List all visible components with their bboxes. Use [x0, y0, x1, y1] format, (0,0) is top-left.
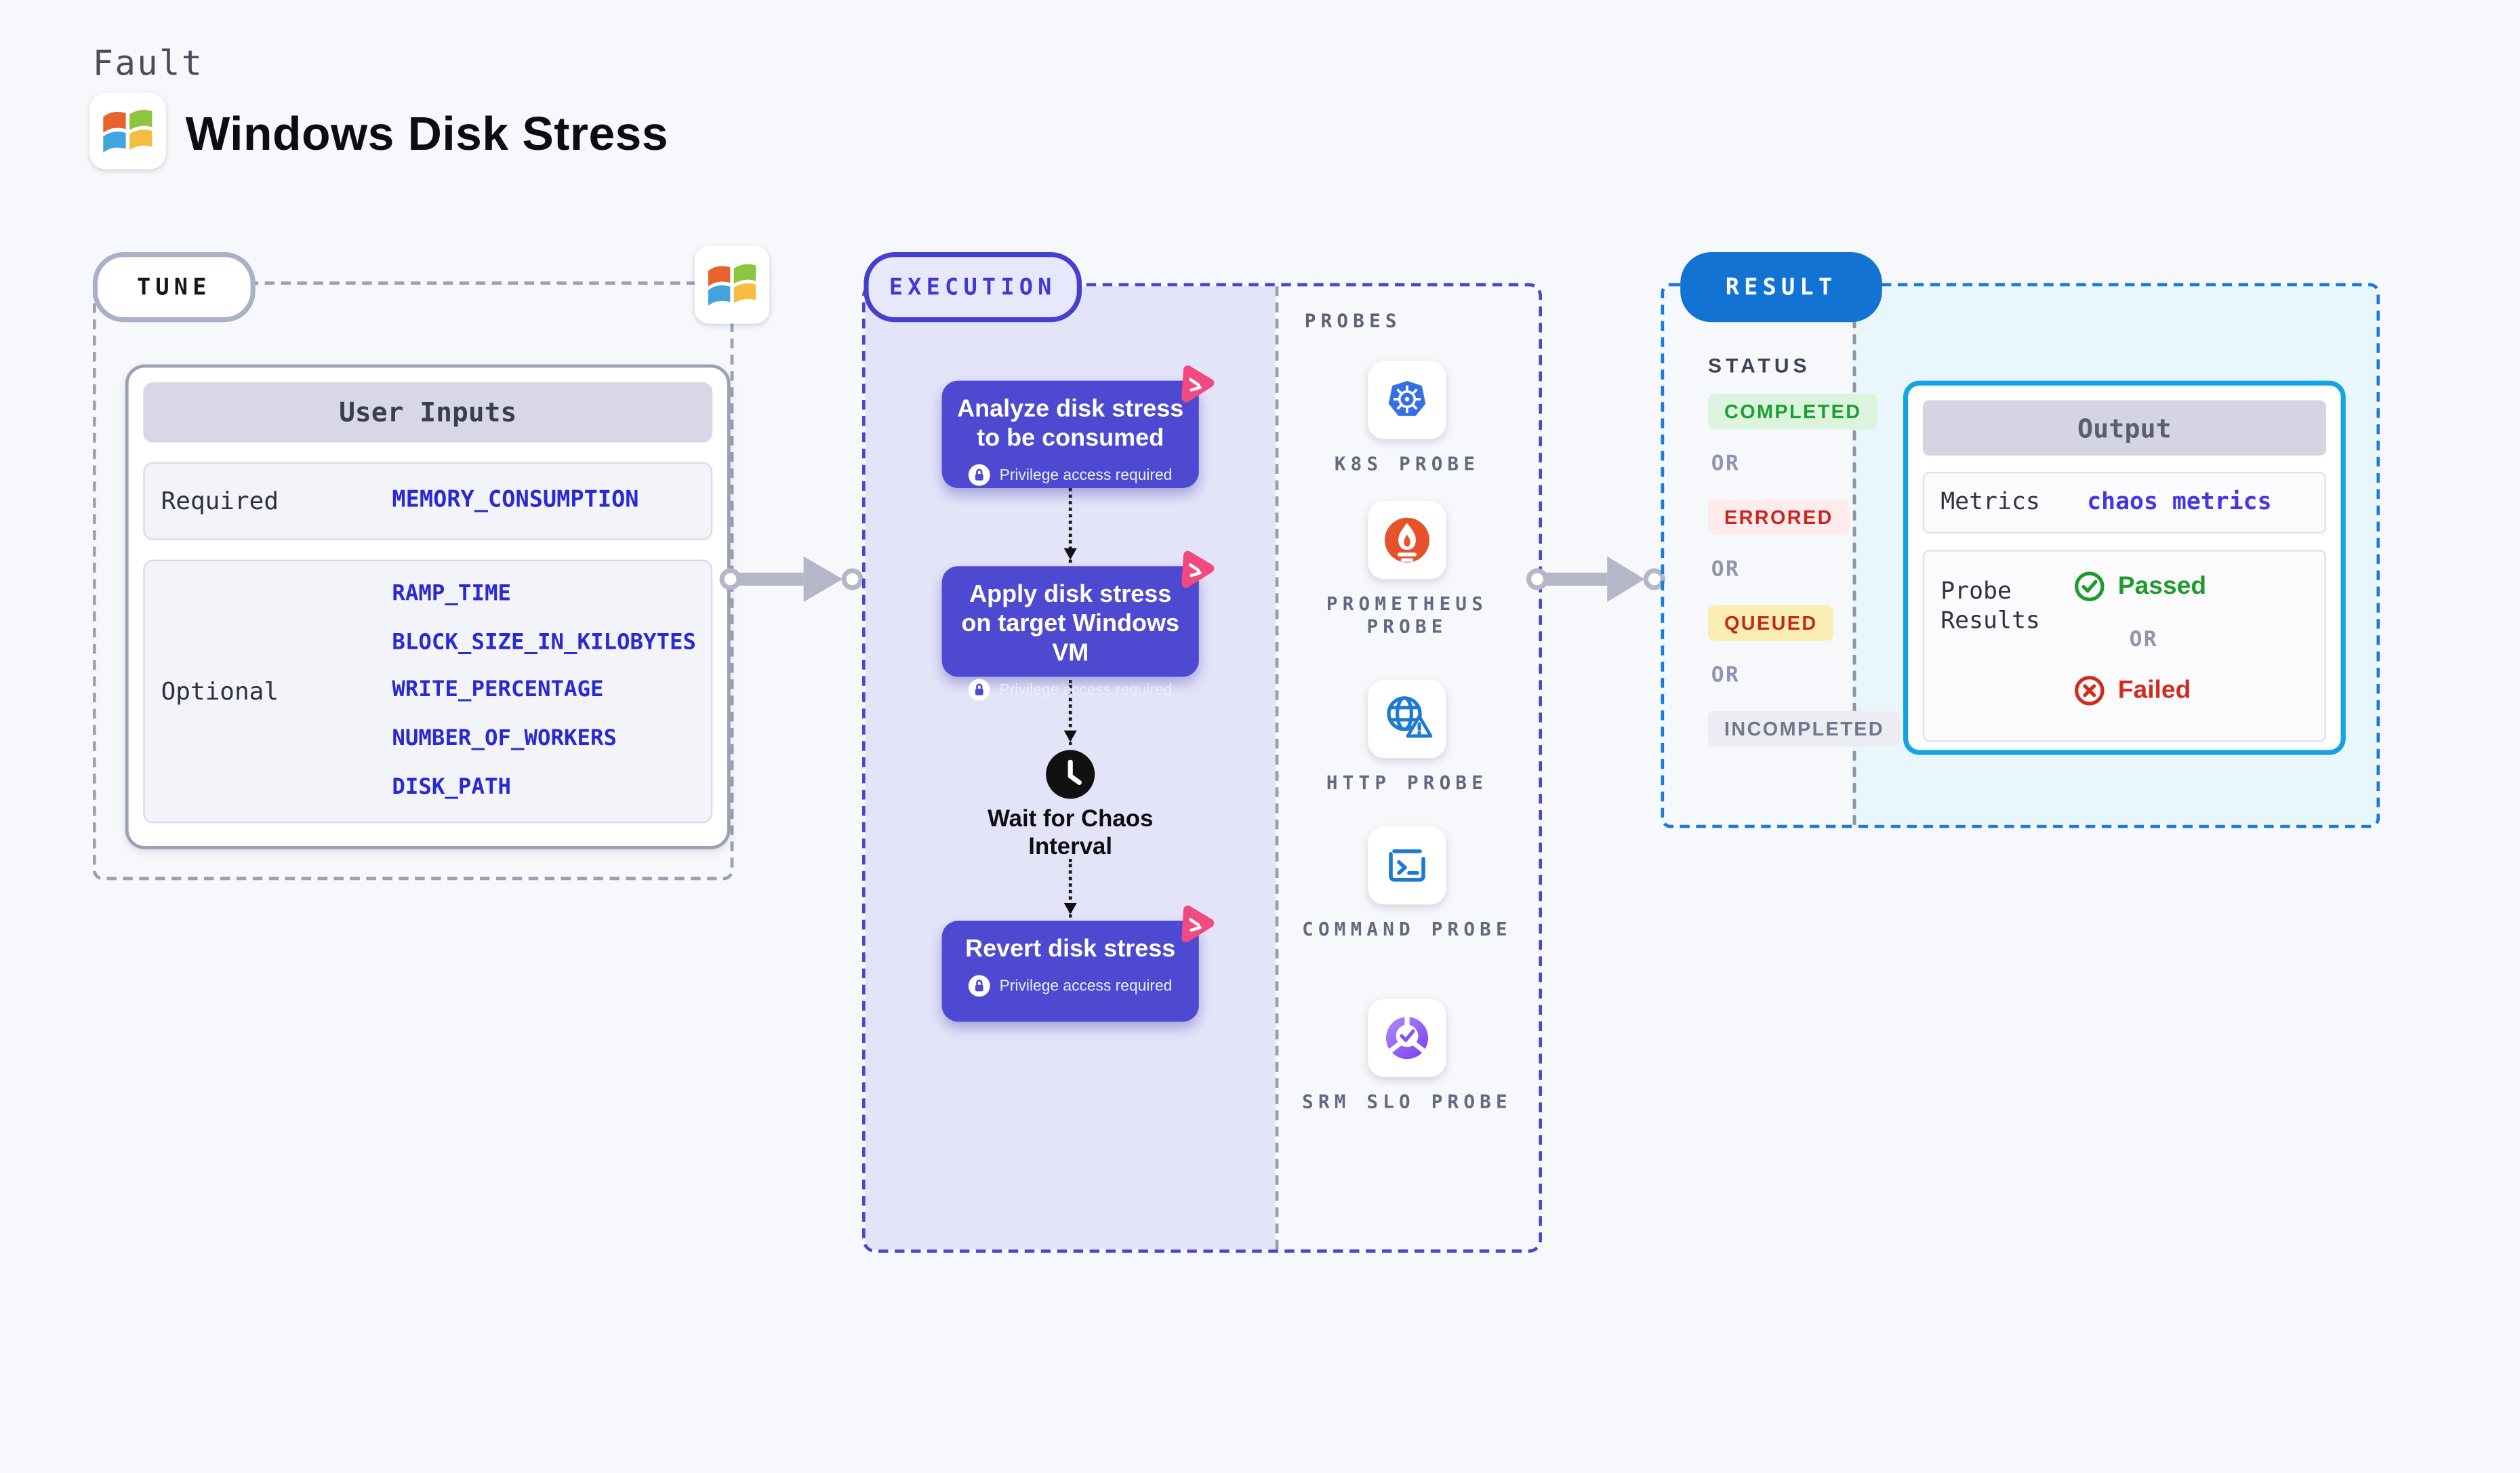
- probe-item: COMMAND PROBE: [1276, 826, 1539, 940]
- privilege-badge: Privilege access required: [942, 454, 1199, 502]
- metrics-label: Metrics: [1940, 489, 2040, 516]
- clock-icon: [1044, 748, 1097, 801]
- probe-name: COMMAND PROBE: [1302, 917, 1512, 941]
- output-card: Output Metrics chaos metrics Probe Resul…: [1903, 380, 2346, 755]
- step-title: Revert disk stress: [965, 935, 1176, 963]
- or-separator: OR: [1711, 452, 1741, 477]
- step-revert-node: Revert disk stress Privilege access requ…: [941, 905, 1215, 1022]
- step-apply-node: Apply disk stress on target Windows VM P…: [941, 550, 1215, 701]
- result-section: STATUS COMPLETED OR ERRORED OR QUEUED OR INCOM…: [1661, 283, 2380, 828]
- failed-text: Failed: [2117, 676, 2191, 704]
- probe-item: PROMETHEUS PROBE: [1276, 501, 1539, 638]
- windows-flag-icon: [103, 110, 153, 153]
- status-list: COMPLETED OR ERRORED OR QUEUED OR INCOMPLETED: [1708, 393, 1901, 747]
- optional-var-list: RAMP_TIME BLOCK_SIZE_IN_KILOBYTES WRITE_PE…: [392, 561, 696, 822]
- fault-kicker: Fault: [92, 43, 204, 83]
- optional-var: RAMP_TIME: [392, 581, 511, 607]
- optional-var: NUMBER_OF_WORKERS: [392, 725, 617, 752]
- step-title: Apply disk stress on target Windows VM: [961, 580, 1180, 668]
- x-circle-icon: [2075, 676, 2105, 706]
- flow-connector: [1063, 680, 1077, 746]
- status-badge-errored: ERRORED: [1708, 499, 1850, 536]
- probe-results-row: Probe Results Passed OR Failed: [1922, 550, 2327, 742]
- lock-icon: [969, 975, 991, 997]
- or-separator: OR: [1711, 558, 1741, 583]
- windows-logo-small: [694, 245, 770, 324]
- failed-result: Failed: [2074, 675, 2191, 706]
- chaos-icon: [1181, 905, 1215, 943]
- user-inputs-card: User Inputs Required MEMORY_CONSUMPTION …: [125, 364, 731, 849]
- probe-item: K8S PROBE: [1276, 361, 1539, 475]
- required-label: Required: [161, 486, 279, 516]
- or-separator: OR: [1711, 664, 1741, 689]
- privilege-badge: Privilege access required: [942, 668, 1199, 716]
- probe-item: SRM SLO PROBE: [1276, 998, 1539, 1113]
- status-badge-completed: COMPLETED: [1708, 393, 1878, 430]
- status-badge-queued: QUEUED: [1708, 605, 1834, 641]
- passed-text: Passed: [2117, 571, 2207, 600]
- optional-var: BLOCK_SIZE_IN_KILOBYTES: [392, 629, 697, 655]
- optional-label: Optional: [161, 677, 279, 706]
- probes-label: PROBES: [1304, 309, 1402, 332]
- metrics-row: Metrics chaos metrics: [1922, 472, 2327, 534]
- optional-inputs-row: Optional RAMP_TIME BLOCK_SIZE_IN_KILOBYTE…: [143, 559, 713, 824]
- prometheus-icon: [1368, 501, 1446, 580]
- windows-logo: [89, 92, 166, 169]
- or-separator: OR: [2129, 628, 2158, 653]
- status-badge-incompleted: INCOMPLETED: [1708, 710, 1901, 747]
- wait-interval-label: Wait for Chaos Interval: [988, 807, 1154, 861]
- check-circle-icon: [2075, 571, 2105, 601]
- flow-connector: [1063, 488, 1077, 563]
- lock-icon: [969, 464, 991, 486]
- flow-connector: [1063, 859, 1077, 918]
- metrics-value: chaos metrics: [2087, 489, 2272, 516]
- probe-results-label: Probe Results: [1940, 579, 2040, 635]
- tune-section: User Inputs Required MEMORY_CONSUMPTION …: [92, 281, 734, 881]
- page-title: Windows Disk Stress: [185, 108, 669, 161]
- user-inputs-title: User Inputs: [143, 382, 713, 443]
- privilege-badge-text: Privilege access required: [999, 681, 1173, 699]
- windows-flag-icon: [708, 264, 756, 306]
- output-title: Output: [1922, 400, 2327, 456]
- probe-name: HTTP PROBE: [1326, 771, 1488, 794]
- privilege-badge-text: Privilege access required: [999, 977, 1173, 995]
- flow-arrow-execution-to-result: [1526, 556, 1665, 603]
- kubernetes-icon: [1368, 361, 1446, 439]
- chaos-icon: [1181, 365, 1215, 403]
- step-analyze-node: Analyze disk stress to be consumed Privi…: [941, 365, 1215, 488]
- execution-probes-divider: [1275, 286, 1279, 1250]
- required-var: MEMORY_CONSUMPTION: [392, 487, 639, 514]
- lock-icon: [969, 679, 991, 701]
- step-title: Analyze disk stress to be consumed: [957, 395, 1184, 453]
- probe-name: PROMETHEUS PROBE: [1326, 592, 1488, 638]
- probe-name: K8S PROBE: [1334, 452, 1480, 475]
- srm-slo-icon: [1368, 998, 1446, 1077]
- required-inputs-row: Required MEMORY_CONSUMPTION: [143, 462, 713, 540]
- terminal-icon: [1368, 826, 1446, 905]
- result-pill: RESULT: [1680, 252, 1882, 323]
- probe-item: HTTP PROBE: [1276, 680, 1539, 794]
- http-globe-icon: [1368, 680, 1446, 759]
- privilege-badge-text: Privilege access required: [999, 466, 1173, 484]
- privilege-badge: Privilege access required: [942, 965, 1199, 1012]
- status-output-divider: [1852, 286, 1856, 825]
- status-label: STATUS: [1708, 355, 1811, 378]
- probe-name: SRM SLO PROBE: [1302, 1090, 1512, 1113]
- passed-result: Passed: [2074, 571, 2206, 602]
- chaos-icon: [1181, 550, 1215, 588]
- tune-pill: TUNE: [92, 252, 256, 323]
- flow-arrow-tune-to-execution: [719, 556, 863, 603]
- execution-pill: EXECUTION: [863, 252, 1082, 323]
- execution-section: Analyze disk stress to be consumed Privi…: [862, 283, 1543, 1253]
- optional-var: WRITE_PERCENTAGE: [392, 677, 604, 704]
- optional-var: DISK_PATH: [392, 773, 511, 801]
